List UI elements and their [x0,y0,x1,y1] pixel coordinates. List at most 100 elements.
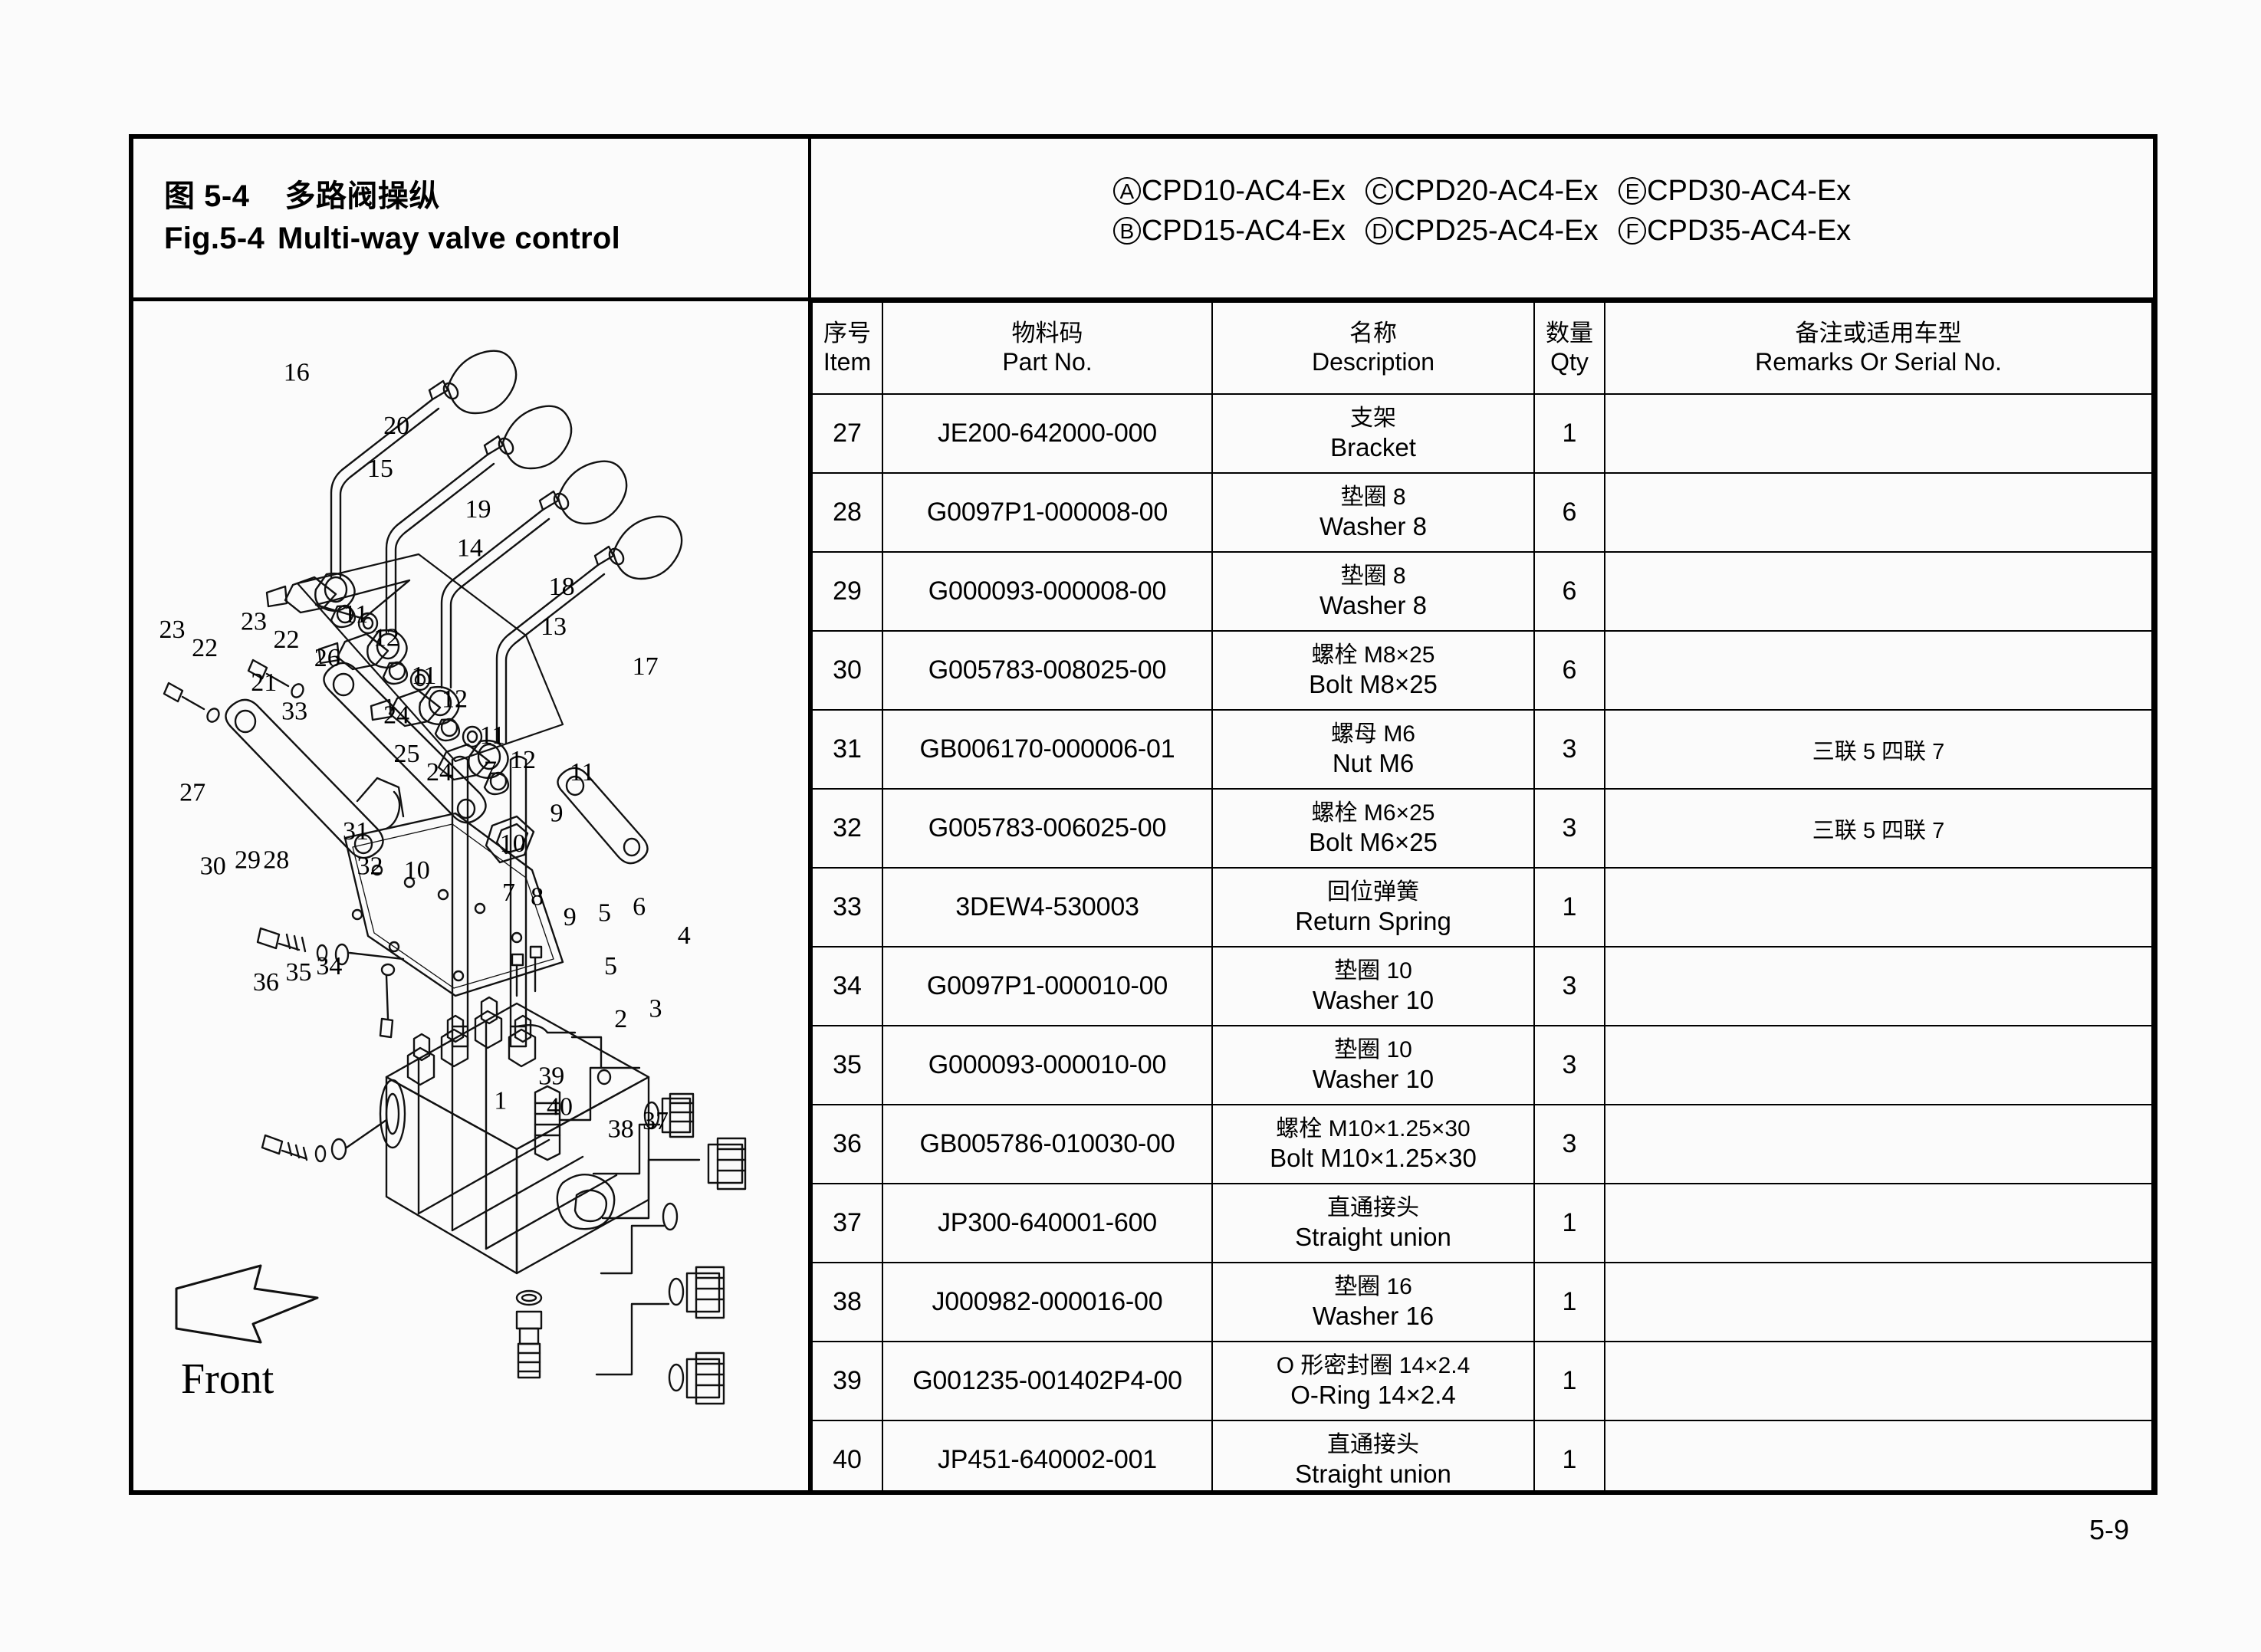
cell-item: 27 [811,393,883,474]
callout-4: 4 [678,921,691,950]
callout-21: 21 [251,668,277,697]
col-header-part-no: 物料码 Part No. [882,301,1213,395]
cell-description-en: Return Spring [1295,906,1451,935]
cell-description-cn: O 形密封圈 14×2.4 [1276,1352,1471,1378]
cell-remarks [1604,1025,2153,1105]
callout-38: 38 [608,1115,634,1144]
cell-remarks [1604,472,2153,553]
model-mark-f: F [1619,217,1647,245]
callout-9: 9 [550,799,563,827]
cell-remarks [1604,946,2153,1026]
parts-table-wrap: 序号 Item 物料码 Part No. 名称 Description [811,301,2153,1490]
cell-remarks [1604,867,2153,948]
cell-description-cn: 回位弹簧 [1327,879,1419,905]
cell-part-no: G005783-006025-00 [882,788,1213,869]
col-header-item: 序号 Item [811,301,883,395]
cell-description-en: Bolt M10×1.25×30 [1270,1143,1477,1172]
callout-18: 18 [549,573,575,601]
callout-11: 11 [570,758,595,787]
cell-description-cn: 直通接头 [1327,1431,1419,1457]
cell-qty: 3 [1533,709,1605,790]
cell-remarks: 三联 5 四联 7 [1604,709,2153,790]
figure-number-en: Fig.5-4 [164,222,265,255]
col-header-part-no-en: Part No. [1002,348,1093,376]
cell-description-en: Washer 10 [1312,985,1434,1014]
col-header-remarks-cn: 备注或适用车型 [1795,319,1962,346]
cell-item: 37 [811,1183,883,1263]
cell-qty: 3 [1533,1025,1605,1105]
cell-description-cn: 直通接头 [1327,1194,1419,1220]
col-header-description-en: Description [1311,348,1435,376]
callout-35: 35 [285,958,311,987]
cell-remarks [1604,1420,2153,1490]
model-code-c: CPD20-AC4-Ex [1394,175,1599,207]
cell-description-cn: 螺母 M6 [1330,721,1415,747]
cell-item: 29 [811,551,883,632]
callout-7: 7 [484,756,497,784]
cell-description-en: Bolt M6×25 [1309,827,1438,856]
callout-19: 19 [465,495,491,524]
callout-16: 16 [284,359,310,387]
model-mark-b: B [1112,217,1141,245]
callout-12: 12 [373,624,399,652]
col-header-qty-en: Qty [1550,348,1589,376]
model-code-a: CPD10-AC4-Ex [1141,175,1346,207]
cell-item: 38 [811,1262,883,1342]
model-code-b: CPD15-AC4-Ex [1141,215,1346,247]
callout-40: 40 [547,1092,573,1121]
callout-27: 27 [179,779,205,807]
cell-description-en: Washer 10 [1312,1064,1434,1093]
callout-30: 30 [200,852,226,880]
cell-description-en: Nut M6 [1332,748,1415,777]
front-direction-label: Front [181,1355,274,1403]
cell-description-en: O-Ring 14×2.4 [1290,1380,1456,1409]
cell-description-cn: 螺栓 M10×1.25×30 [1276,1115,1471,1141]
callout-11: 11 [480,721,505,750]
cell-description-en: Washer 8 [1319,511,1427,540]
cell-part-no: G0097P1-000010-00 [882,946,1213,1026]
cell-description-cn: 垫圈 10 [1334,957,1412,984]
callout-36: 36 [253,968,279,997]
callout-37: 37 [642,1107,669,1135]
cell-item: 39 [811,1341,883,1421]
model-code-e: CPD30-AC4-Ex [1647,175,1852,207]
cell-remarks [1604,1341,2153,1421]
callout-7: 7 [502,879,515,907]
callout-39: 39 [538,1062,564,1090]
col-header-qty-cn: 数量 [1546,319,1593,346]
cell-description-en: Bolt M8×25 [1309,669,1438,698]
cell-qty: 1 [1533,1341,1605,1421]
cell-description-en: Washer 8 [1319,590,1427,619]
model-mark-c: C [1365,177,1394,205]
callout-15: 15 [367,455,393,483]
cell-part-no: GB005786-010030-00 [882,1104,1213,1184]
callout-31: 31 [343,817,369,846]
cell-description-cn: 垫圈 8 [1340,484,1406,510]
cell-qty: 3 [1533,1104,1605,1184]
cell-part-no: J000982-000016-00 [882,1262,1213,1342]
